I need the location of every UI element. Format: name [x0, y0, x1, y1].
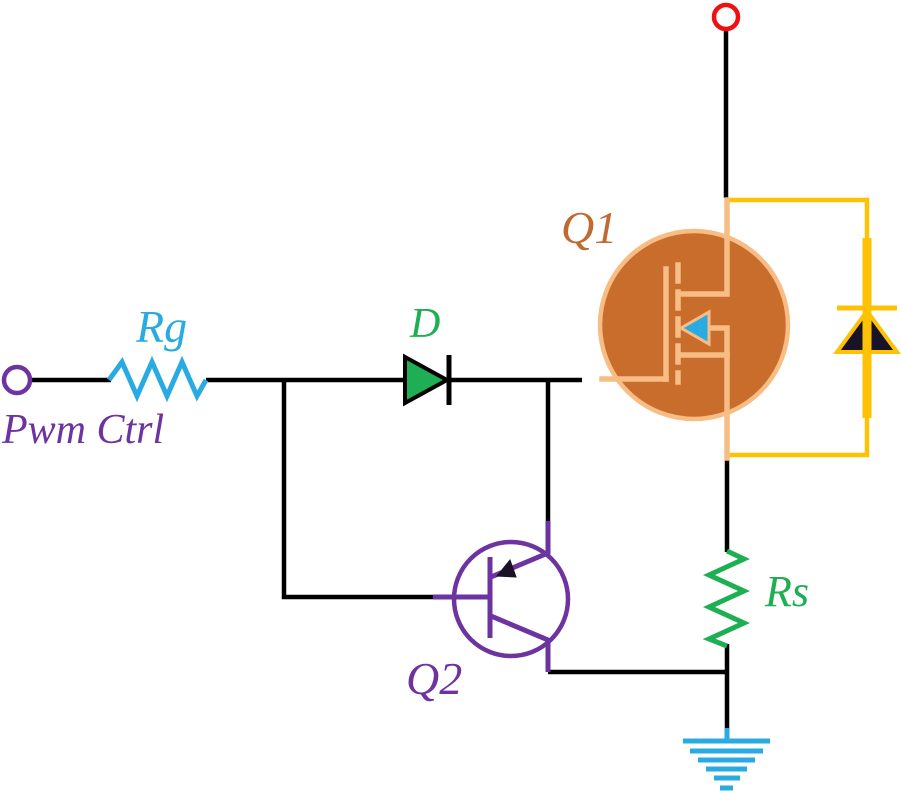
- ground-symbol: [683, 728, 770, 791]
- bjt-q2: [433, 521, 571, 672]
- mosfet-q1: [597, 197, 791, 461]
- q2-emitter-arrow-icon: [495, 558, 517, 578]
- label-d: D: [409, 301, 440, 347]
- gate-resistor-rg: [106, 355, 209, 403]
- body-diode-branch: [727, 197, 901, 458]
- sense-resistor-rs: [702, 548, 751, 649]
- diode-anode-triangle: [403, 353, 452, 407]
- pwm-input-terminal: [1, 364, 33, 396]
- label-rg: Rg: [135, 301, 187, 352]
- supply-terminal: [711, 2, 741, 32]
- label-q1: Q1: [561, 202, 617, 253]
- turnoff-branch-wire: [281, 378, 433, 600]
- q1-drain-lead: [678, 197, 730, 297]
- q1-body-arrow-icon: [677, 309, 711, 347]
- black-wires: [31, 29, 730, 729]
- label-rs: Rs: [764, 567, 809, 616]
- q2-collector-lead: [490, 613, 551, 672]
- q1-body-lead: [704, 325, 730, 358]
- label-q2: Q2: [406, 653, 462, 704]
- label-pwm-ctrl: Pwm Ctrl: [1, 407, 164, 453]
- diode-d: [403, 353, 452, 407]
